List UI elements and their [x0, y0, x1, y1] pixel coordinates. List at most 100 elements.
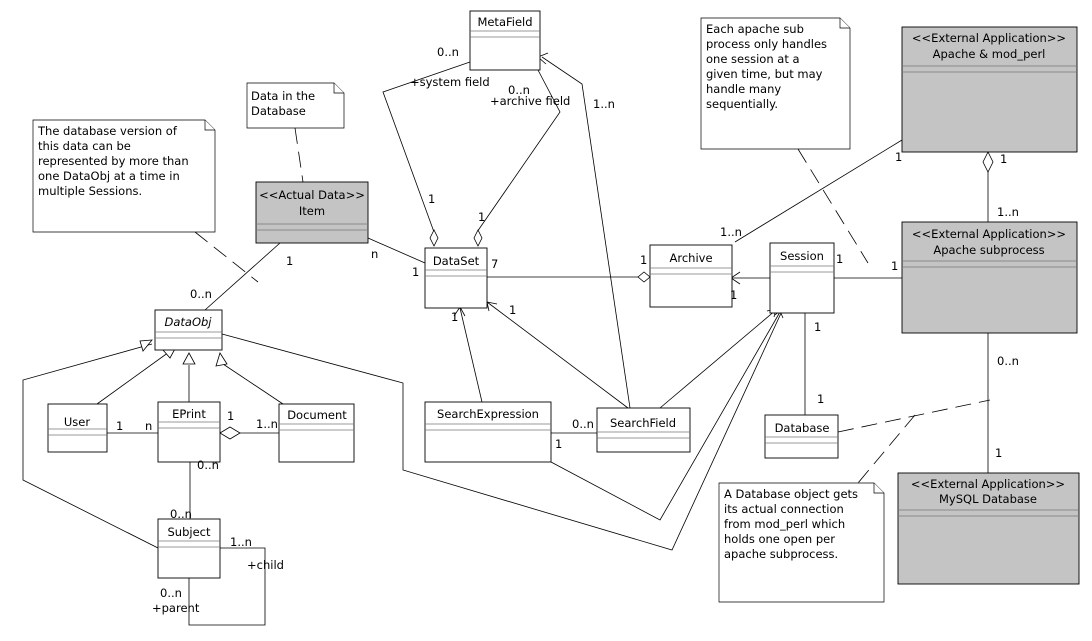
connections [22, 56, 991, 626]
note-line: one DataObj at a time in [38, 169, 180, 183]
note-anchor-db-version [194, 231, 259, 283]
class-name: Database [775, 421, 830, 435]
class-searchfield[interactable]: SearchField [596, 407, 691, 453]
class-name: Apache subprocess [933, 243, 1044, 257]
multiplicity-label: 1..n [720, 225, 742, 239]
class-name: SearchExpression [437, 407, 539, 421]
multiplicity-label: 1 [640, 253, 647, 267]
class-name: DataSet [433, 254, 480, 268]
aggregation-diamond-eprint [219, 426, 241, 440]
class-name: Document [287, 408, 347, 422]
note-apache-sub: Each apache sub process only handles one… [700, 17, 851, 150]
gen-triangle-eprint [182, 352, 196, 365]
note-line: A Database object gets [724, 487, 858, 501]
class-stereotype: <<External Application>> [912, 31, 1066, 45]
note-line: process only handles [706, 37, 827, 51]
assoc-apache-archive [734, 139, 903, 243]
gen-subject-dataobj [22, 343, 159, 549]
multiplicity-label: 1 [509, 303, 516, 317]
assoc-metafield-dataset-archive [476, 69, 561, 233]
class-metafield[interactable]: MetaField [469, 10, 541, 71]
multiplicity-label: 1 [412, 265, 419, 279]
multiplicity-label: 0..n [572, 417, 594, 431]
class-archive[interactable]: Archive [649, 244, 733, 308]
gen-user-dataobj [96, 346, 177, 405]
multiplicity-label: 0..n [190, 287, 212, 301]
role-label: +archive field [490, 94, 570, 108]
note-line: Database [251, 104, 306, 118]
multiplicity-label: 0..n [197, 458, 219, 472]
class-item[interactable]: <<Actual Data>> Item [255, 181, 369, 244]
aggregation-diamond-apache [982, 151, 994, 173]
aggregation-diamond-dataset-archive [473, 229, 483, 247]
note-line: apache subprocess. [724, 547, 838, 561]
class-dataobj[interactable]: DataObj [154, 309, 223, 351]
assoc-searchfield-dataset [486, 301, 629, 409]
multiplicity-label: 1 [478, 210, 485, 224]
note-data-in-db: Data in the Database [246, 82, 345, 129]
multiplicity-label: 7 [491, 257, 498, 271]
class-name: Apache & mod_perl [933, 47, 1046, 61]
note-line: Each apache sub [706, 22, 804, 36]
class-subject[interactable]: Subject [157, 518, 221, 579]
multiplicity-label: 1 [116, 419, 123, 433]
assoc-searchexpression-session [550, 311, 781, 521]
class-name: User [64, 415, 90, 429]
class-name: Item [299, 204, 325, 218]
multiplicity-label: 1 [451, 310, 458, 324]
note-line: The database version of [37, 124, 178, 138]
assoc-item-dataobj [204, 242, 281, 311]
class-eprint[interactable]: EPrint [157, 401, 221, 463]
role-label: +parent [152, 601, 200, 615]
multiplicity-label: n [371, 247, 378, 261]
multiplicity-label: 1..n [593, 97, 615, 111]
multiplicity-label: 1 [995, 446, 1002, 460]
note-line: from mod_perl which [724, 517, 845, 531]
note-line: Data in the [251, 89, 315, 103]
multiplicity-label: 1 [730, 288, 737, 302]
multiplicity-label: 1 [286, 254, 293, 268]
assoc-metafield-dataset-system [382, 61, 471, 233]
class-mysql-database[interactable]: <<External Application>> MySQL Database [897, 472, 1080, 585]
class-name: Subject [168, 525, 211, 539]
class-searchexpression[interactable]: SearchExpression [424, 401, 552, 463]
note-anchor-apache-sub [797, 148, 869, 264]
assoc-item-dataset [367, 237, 426, 264]
class-stereotype: <<External Application>> [912, 227, 1066, 241]
note-db-object: A Database object gets its actual connec… [718, 482, 885, 603]
aggregation-diamond-dataset-system [429, 229, 439, 247]
multiplicity-label: 0..n [160, 586, 182, 600]
assoc-searchfield-session [659, 309, 777, 409]
note-line: its actual connection [724, 502, 844, 516]
assoc-searchexpression-dataset [459, 307, 483, 403]
multiplicity-label: 0..n [170, 507, 192, 521]
multiplicity-label: 1 [814, 320, 821, 334]
multiplicity-label: 0..n [437, 45, 459, 59]
class-session[interactable]: Session [769, 242, 835, 314]
class-apache-modperl[interactable]: <<External Application>> Apache & mod_pe… [901, 26, 1078, 153]
class-dataset[interactable]: DataSet [424, 247, 488, 309]
assoc-subject-self [188, 547, 266, 626]
multiplicity-label: n [145, 419, 152, 433]
multiplicity-label: 1 [891, 259, 898, 273]
multiplicity-label: 0..n [997, 354, 1019, 368]
gen-triangle-document [215, 352, 228, 367]
role-label: +system field [410, 75, 490, 89]
assoc-searchfield-metafield [541, 56, 631, 409]
note-anchor-data-in-db [294, 127, 304, 183]
multiplicity-label: 1..n [256, 417, 278, 431]
note-line: represented by more than [38, 154, 189, 168]
class-stereotype: <<Actual Data>> [259, 188, 365, 202]
note-line: multiple Sessions. [38, 184, 142, 198]
note-line: one session at a [706, 52, 800, 66]
multiplicity-label: 1 [1000, 152, 1007, 166]
class-document[interactable]: Document [278, 403, 355, 463]
note-line: holds one open per [724, 532, 835, 546]
note-db-version: The database version of this data can be… [32, 119, 216, 233]
class-apache-subprocess[interactable]: <<External Application>> Apache subproce… [901, 221, 1078, 334]
note-line: given time, but may [706, 67, 823, 81]
class-user[interactable]: User [47, 403, 108, 453]
class-database[interactable]: Database [764, 414, 839, 459]
class-name: Session [780, 249, 824, 263]
